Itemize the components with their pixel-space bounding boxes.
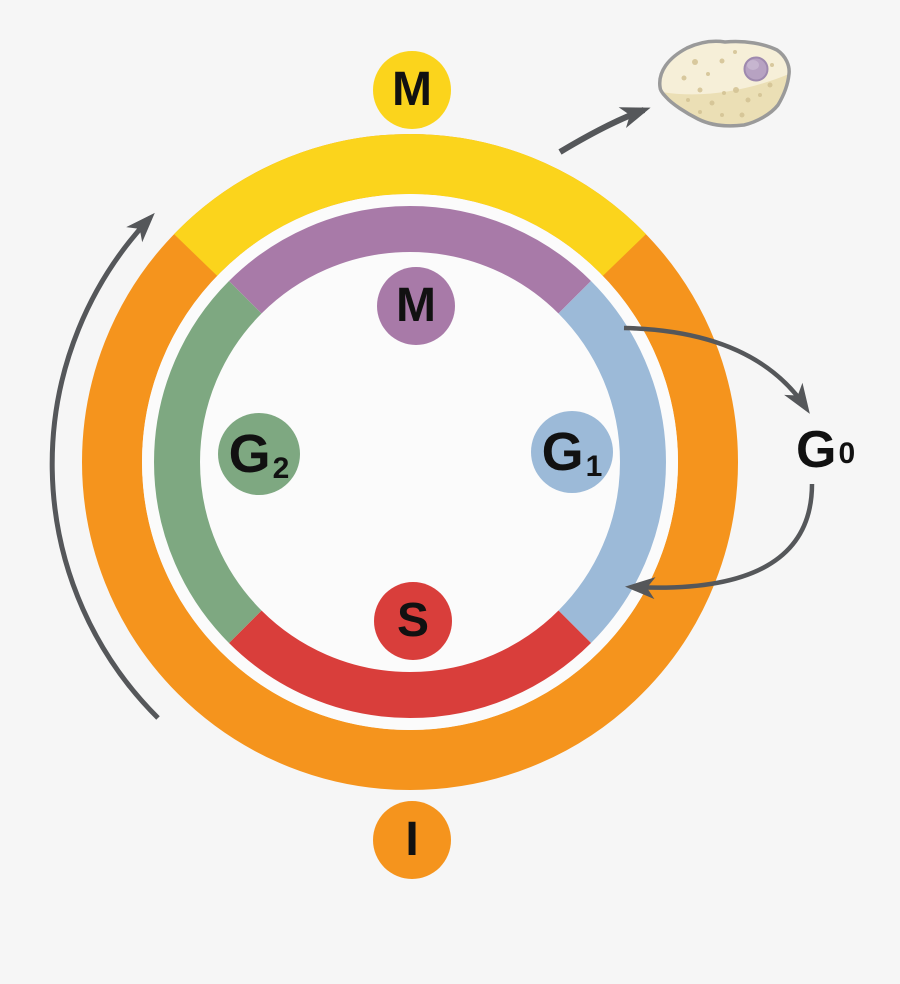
g0-label-main: G <box>796 421 837 479</box>
g0-return-arrow <box>625 483 815 600</box>
cell-illustration <box>658 39 791 128</box>
inner-ring-g2-arc <box>154 280 262 644</box>
outer-ring-mitosis-arc <box>174 133 646 277</box>
inner-m-badge: M <box>377 267 455 345</box>
g1-label: G <box>541 422 584 482</box>
g1-subscript: 1 <box>585 450 603 483</box>
inner-ring-m-arc <box>228 206 592 314</box>
inner-m-label: M <box>396 279 436 332</box>
cell-membrane <box>658 39 791 128</box>
interphase-badge: I <box>373 801 451 879</box>
g0-subscript: 0 <box>838 437 856 470</box>
cycle-direction-arrow <box>49 212 160 720</box>
m-phase-label: M <box>392 63 432 116</box>
inner-disc <box>142 194 678 730</box>
s-phase-label: S <box>396 594 429 647</box>
g0-label: G 0 <box>796 424 855 476</box>
s-phase-badge: S <box>374 582 452 660</box>
g1-badge: G 1 <box>531 411 613 493</box>
g2-badge: G 2 <box>218 413 300 495</box>
interphase-label: I <box>405 813 419 866</box>
cell-nucleus-highlight <box>747 60 759 70</box>
inner-ring-g1-arc <box>558 280 666 644</box>
g2-label: G <box>228 424 271 484</box>
cell-pointer-arrow <box>558 107 651 155</box>
cell-granules <box>681 50 774 118</box>
g0-exit-arrow <box>623 325 810 414</box>
m-phase-badge: M <box>373 51 451 129</box>
inner-ring-s-arc <box>228 610 592 718</box>
g2-subscript: 2 <box>272 452 290 485</box>
